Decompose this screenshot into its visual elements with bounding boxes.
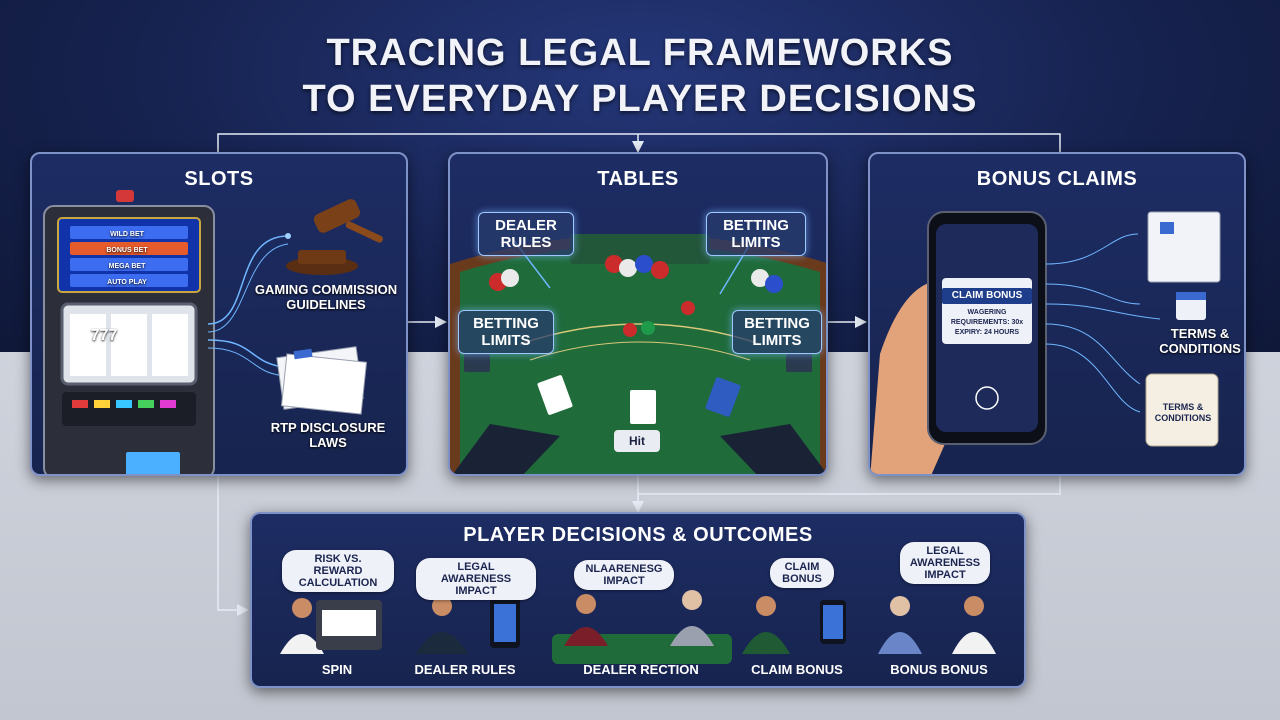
- player-decisions-panel: PLAYER DECISIONS & OUTCOMES RISK VS. REW…: [250, 512, 1026, 688]
- gaming-commission-label: GAMING COMMISSION GUIDELINES: [254, 282, 398, 312]
- slot-screen-menu: WILD BET BONUS BET MEGA BET AUTO PLAY: [72, 227, 182, 291]
- terms-conditions-label: TERMS & CONDITIONS: [1159, 326, 1241, 356]
- slot-screen-line-4: AUTO PLAY: [107, 279, 147, 286]
- dealer-rules-tag: DEALER RULES: [478, 212, 574, 256]
- player-decisions-title: PLAYER DECISIONS & OUTCOMES: [463, 524, 813, 546]
- bonus-claims-panel: BONUS CLAIMS CLAIM BONUS WAGERING REQUIR…: [868, 152, 1246, 476]
- betting-limits-left-tag: BETTING LIMITS: [458, 310, 554, 354]
- slot-machine-illustration: [43, 190, 383, 474]
- blackjack-table-illustration: [450, 234, 826, 474]
- terms-scroll-label: TERMS & CONDITIONS: [1154, 402, 1212, 423]
- page-title: TRACING LEGAL FRAMEWORKS TO EVERYDAY PLA…: [0, 30, 1280, 122]
- decision-bubble-2: LEGAL AWARENESS IMPACT: [416, 558, 536, 600]
- bonus-terms-text: WAGERING REQUIREMENTS: 30x EXPIRY: 24 HO…: [942, 308, 1032, 338]
- decision-caption-2: DEALER RULES: [414, 662, 516, 677]
- slot-screen-line-3: MEGA BET: [108, 263, 146, 270]
- tables-title: TABLES: [597, 168, 679, 190]
- player-scenes-illustration: [280, 590, 996, 664]
- slot-screen-line-1: WILD BET: [110, 231, 144, 238]
- title-line-1: TRACING LEGAL FRAMEWORKS: [326, 32, 954, 74]
- decision-bubble-5: LEGAL AWARENESS IMPACT: [900, 542, 990, 584]
- decision-caption-3: DEALER RECTION: [583, 662, 699, 677]
- claim-bonus-button[interactable]: CLAIM BONUS: [942, 288, 1032, 304]
- betting-limits-top-tag: BETTING LIMITS: [706, 212, 806, 256]
- slots-title: SLOTS: [184, 168, 254, 190]
- rtp-disclosure-label: RTP DISCLOSURE LAWS: [270, 420, 386, 450]
- tables-panel: TABLES DEALER RULES BETTING LIMITS BETTI…: [448, 152, 828, 476]
- decision-bubble-4: CLAIM BONUS: [770, 558, 834, 588]
- decision-caption-1: SPIN: [321, 662, 353, 677]
- decision-caption-5: BONUS BONUS: [890, 662, 988, 677]
- decision-bubble-3: NLAARENESG IMPACT: [574, 560, 674, 590]
- decision-bubble-1: RISK VS. REWARD CALCULATION: [282, 550, 394, 592]
- title-line-2: TO EVERYDAY PLAYER DECISIONS: [302, 78, 978, 120]
- slot-reels-digits: 777: [90, 327, 118, 344]
- slots-panel: SLOTS 777: [30, 152, 408, 476]
- hit-button[interactable]: Hit: [614, 430, 660, 452]
- expiry-text: EXPIRY: 24 HOURS: [954, 329, 1020, 336]
- phone-illustration: [870, 211, 1221, 474]
- decision-caption-4: CLAIM BONUS: [751, 662, 843, 677]
- betting-limits-right-tag: BETTING LIMITS: [732, 310, 822, 354]
- bonus-claims-title: BONUS CLAIMS: [976, 168, 1138, 190]
- slot-screen-line-2: BONUS BET: [106, 247, 148, 254]
- wagering-requirements-text: WAGERING REQUIREMENTS: 30x: [950, 309, 1024, 326]
